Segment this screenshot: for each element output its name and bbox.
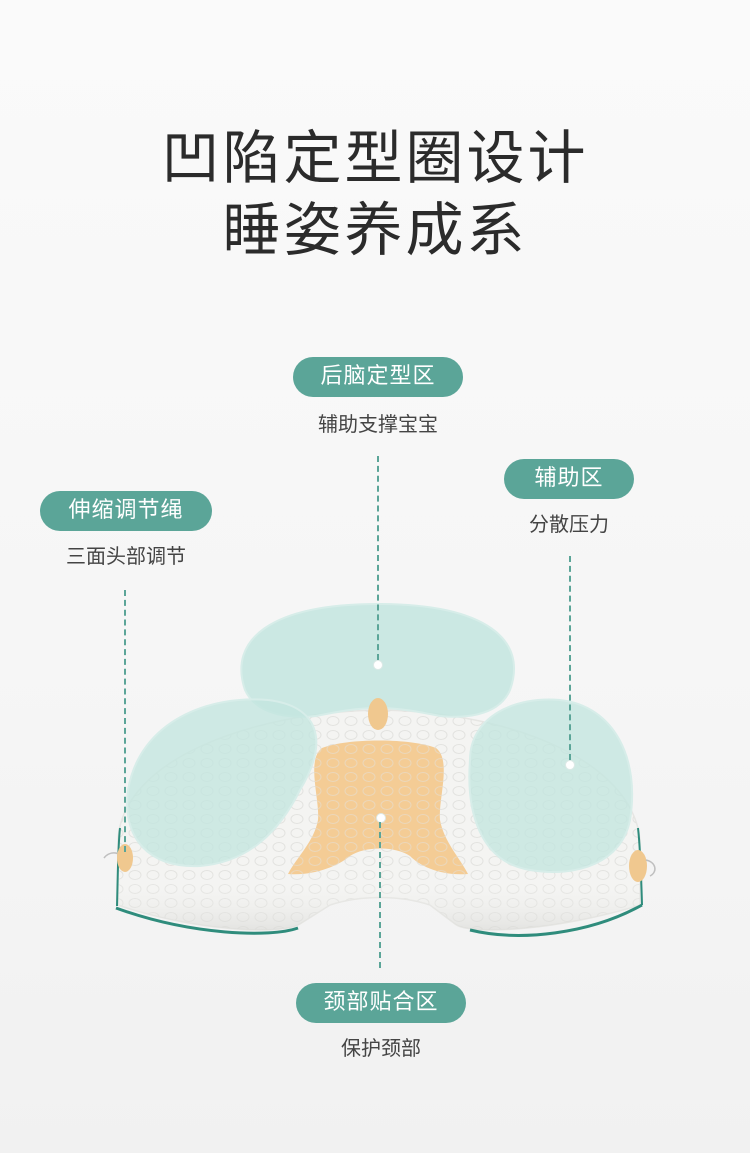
- page-title-line1: 凹陷定型圈设计: [161, 124, 589, 192]
- adjust-rope-line: [124, 590, 126, 852]
- right-assist-zone: [468, 698, 634, 873]
- back-head-zone-desc: 辅助支撑宝宝: [318, 412, 438, 436]
- center-bead: [368, 698, 388, 730]
- adjust-rope-bead-left: [103, 844, 133, 872]
- back-head-zone-dot: [373, 660, 383, 670]
- back-head-zone-label: 后脑定型区: [293, 357, 463, 397]
- assist-zone-line: [569, 556, 571, 760]
- left-assist-zone: [126, 698, 318, 868]
- neck-zone-dot: [376, 813, 386, 823]
- assist-zone-dot: [565, 760, 575, 770]
- assist-zone-desc: 分散压力: [529, 512, 609, 536]
- adjust-rope-desc: 三面头部调节: [66, 544, 186, 568]
- assist-zone-label: 辅助区: [504, 459, 634, 499]
- neck-zone-label: 颈部贴合区: [296, 983, 466, 1023]
- neck-zone-line: [379, 822, 381, 968]
- adjust-rope-label: 伸缩调节绳: [40, 491, 212, 531]
- adjust-rope-bead-right: [629, 850, 656, 882]
- neck-zone-desc: 保护颈部: [341, 1036, 421, 1060]
- back-head-zone-line: [377, 456, 379, 660]
- page-title-line2: 睡姿养成系: [222, 196, 528, 264]
